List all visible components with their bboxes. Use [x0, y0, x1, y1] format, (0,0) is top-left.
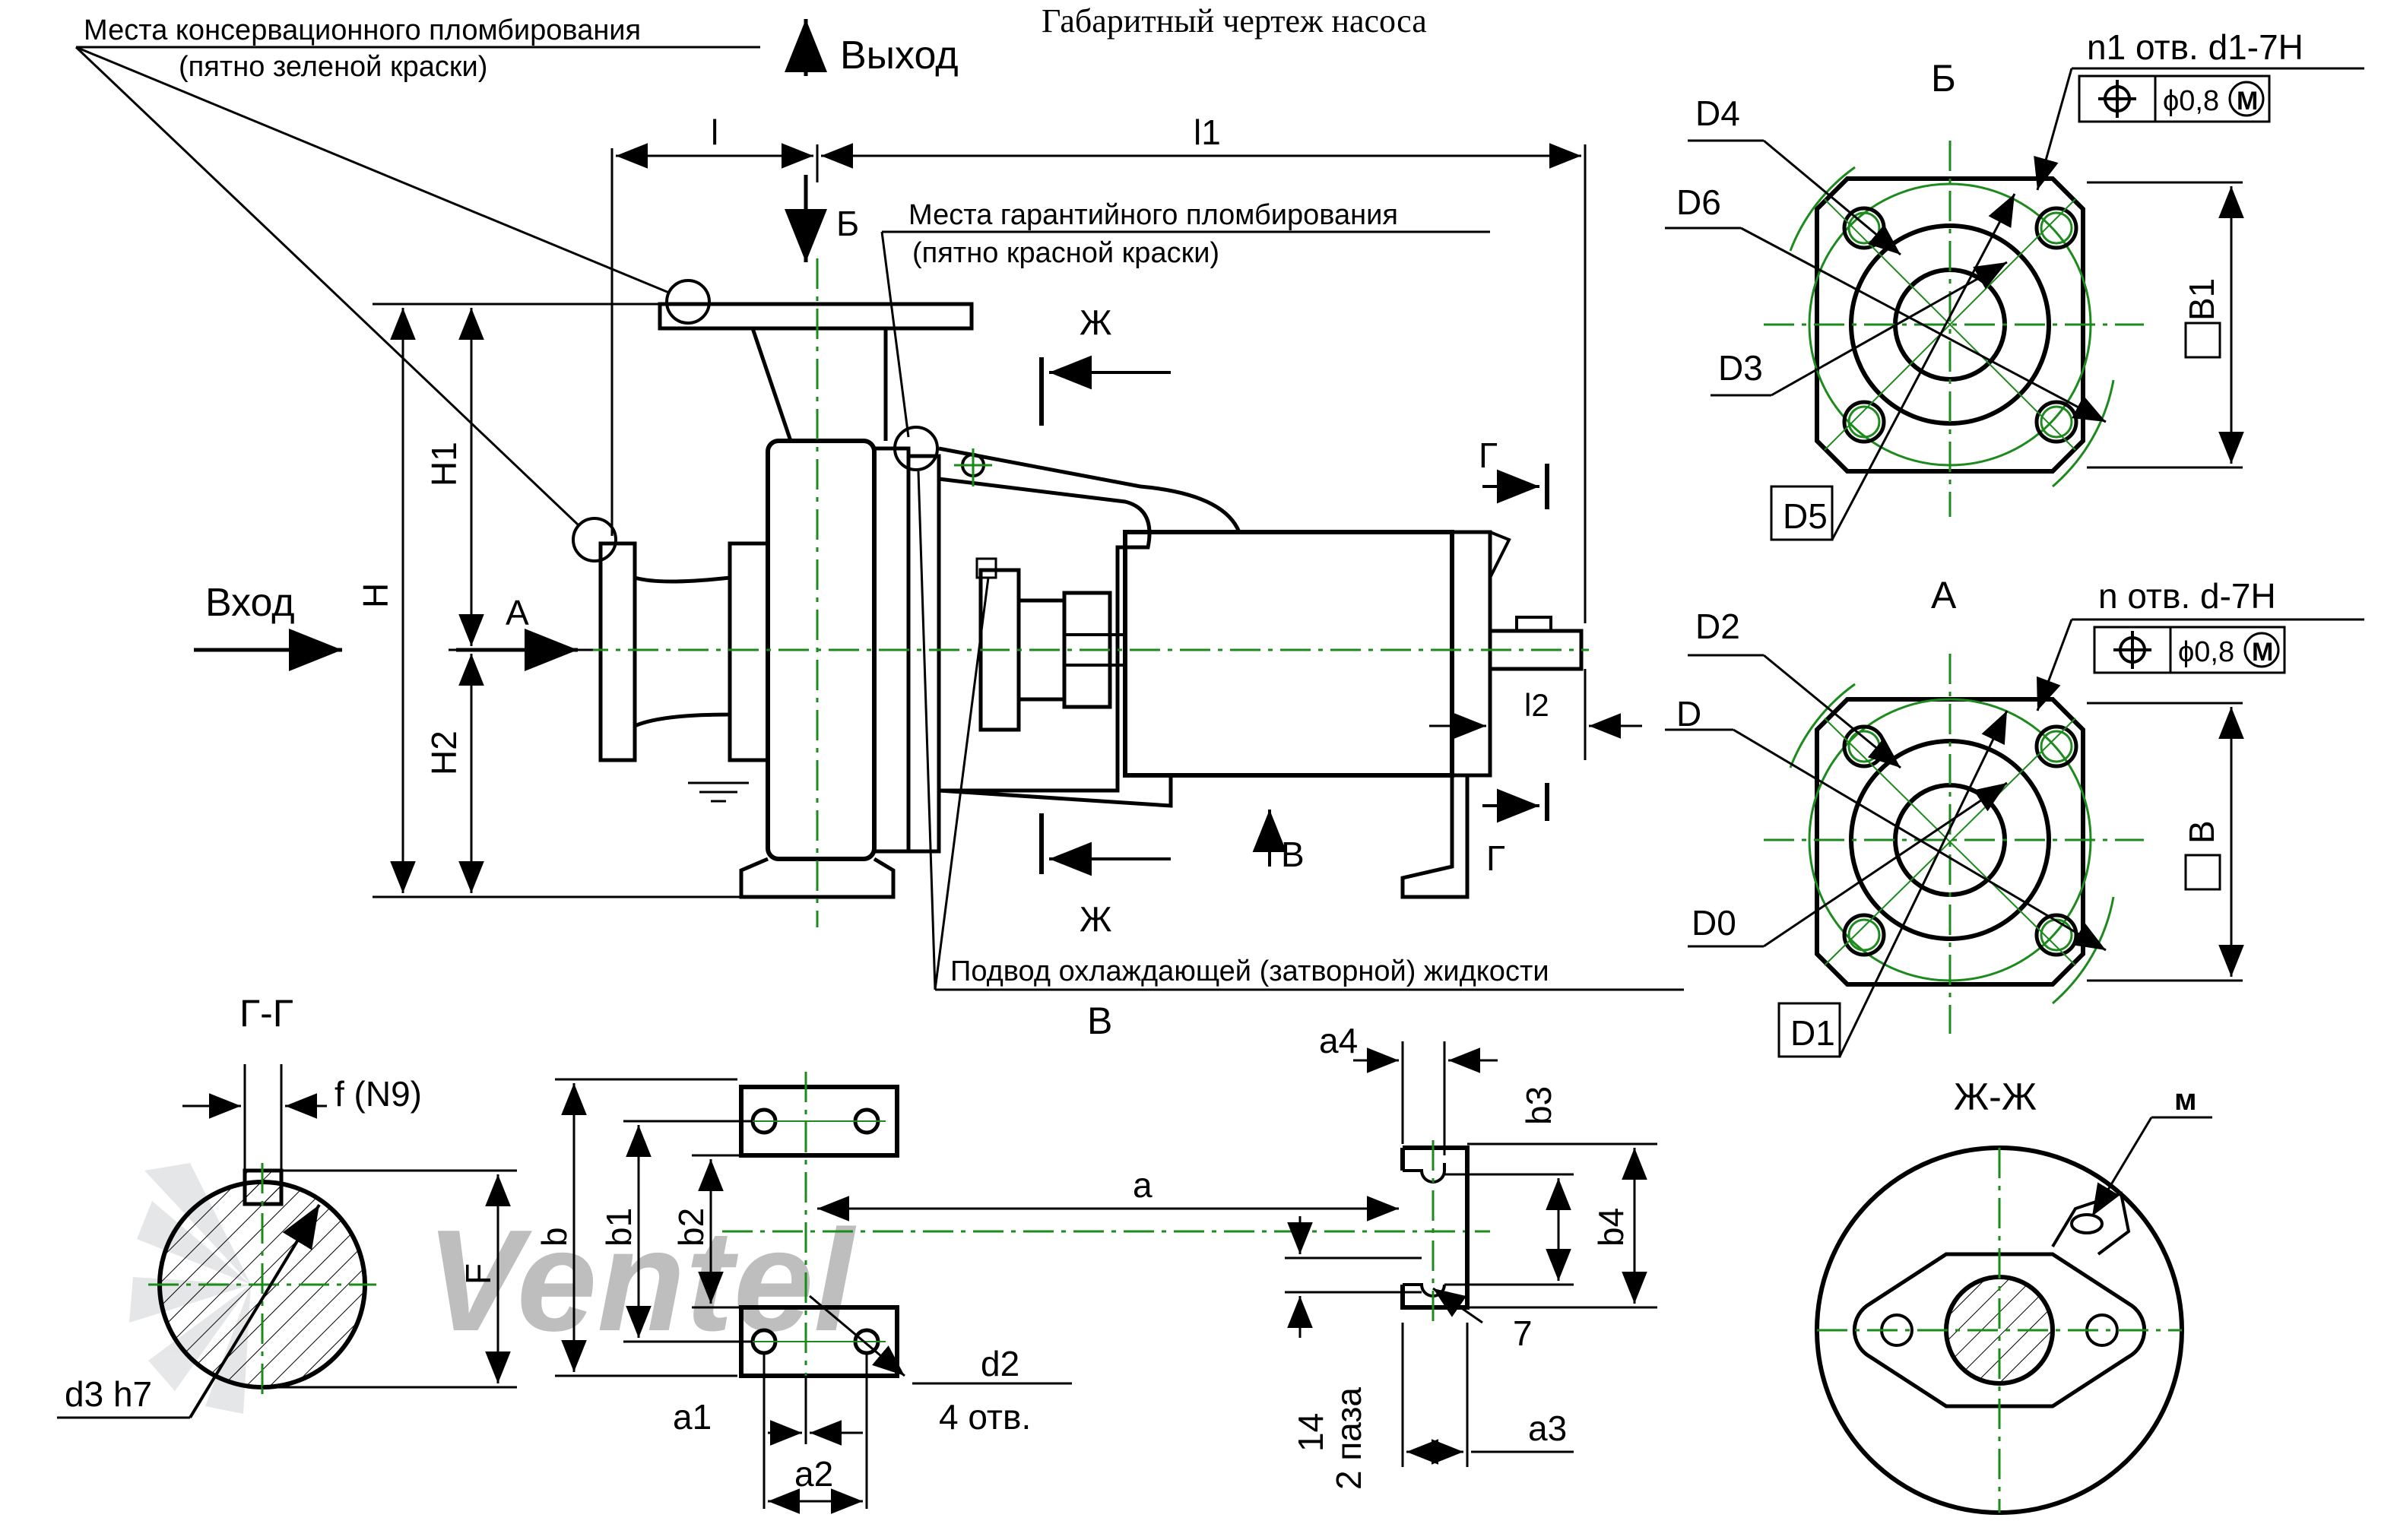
view-zh-bottom-label: Ж — [1080, 899, 1111, 939]
dim-H1: H1 — [424, 442, 464, 486]
view-a-flange: А B D2 D D0 D1 n от — [1665, 574, 2364, 1058]
view-arrows: Б А Ж Ж Г Г В — [456, 175, 1549, 939]
dim-a1: a1 — [673, 1397, 712, 1437]
inlet-flange — [598, 541, 637, 762]
dim-H: H — [356, 583, 395, 608]
view-v-base: В b b1 b2 a a1 a — [534, 1000, 1657, 1514]
view-v-arrow-label: В — [1281, 835, 1305, 874]
dim-7: 7 — [1513, 1313, 1533, 1353]
tolerance-holes-a: n отв. d-7H — [2098, 576, 2276, 616]
conservation-seal-note-label: (пятно зеленой краски) — [179, 51, 487, 83]
dim-D3: D3 — [1718, 348, 1763, 388]
view-g-bottom-label: Г — [1486, 838, 1505, 878]
dim-D1: D1 — [1790, 1013, 1835, 1053]
conservation-seal-note: Места консервационного пломбирования (пя… — [75, 14, 760, 526]
section-zhzh-title: Ж-Ж — [1954, 1076, 2037, 1118]
dim-D4: D4 — [1695, 93, 1740, 133]
dim-d2: d2 — [981, 1344, 1019, 1383]
outlet-flange — [658, 302, 974, 331]
pump-side-view — [598, 302, 1584, 899]
dim-l: l — [711, 112, 718, 152]
dim-B1: B1 — [2182, 278, 2221, 321]
svg-text:M: M — [2252, 638, 2273, 667]
dim-D0: D0 — [1692, 903, 1736, 943]
dim-H2: H2 — [424, 730, 464, 775]
centerlines — [578, 258, 1589, 927]
section-gg-title: Г-Г — [239, 992, 293, 1035]
tolerance-holes-b: n1 отв. d1-7H — [2087, 27, 2303, 67]
dim-a3: a3 — [1528, 1408, 1567, 1448]
tolerance-value-b: ϕ0,8 — [2163, 85, 2219, 117]
outlet-indicator: Выход — [785, 19, 959, 78]
svg-text:M: M — [2237, 87, 2258, 116]
inlet-indicator: Вход — [194, 581, 342, 671]
dim-a4: a4 — [1319, 1021, 1358, 1060]
dim-b2: b2 — [671, 1208, 711, 1247]
view-a-title: А — [1931, 574, 1957, 616]
dim-D2: D2 — [1695, 607, 1740, 646]
coolant-label: Подвод охлаждающей (затворной) жидкости — [950, 955, 1549, 987]
drawing-title: Габаритный чертеж насоса — [1042, 2, 1427, 40]
view-b-title: Б — [1931, 57, 1956, 100]
dim-b: b — [534, 1227, 574, 1247]
dim-fN9: f (N9) — [335, 1074, 422, 1114]
dim-l2: l2 — [1524, 687, 1549, 723]
dim-D5: D5 — [1783, 496, 1828, 536]
view-zh-top-label: Ж — [1080, 303, 1111, 342]
view-v-title: В — [1087, 1000, 1112, 1042]
dim-a: a — [1133, 1165, 1153, 1205]
bearing-housing — [1123, 530, 1454, 778]
seal-markers — [572, 279, 939, 562]
dim-b3: b3 — [1519, 1086, 1558, 1125]
dim-d3h7: d3 h7 — [65, 1374, 152, 1414]
view-a-arrow-label: А — [506, 593, 529, 632]
dim-m: м — [2174, 1083, 2197, 1117]
warranty-seal-note-label: (пятно красной краски) — [912, 237, 1219, 269]
main-dimensions: l l1 l2 H H1 H2 — [356, 112, 1642, 898]
dim-D: D — [1676, 694, 1701, 734]
inlet-label: Вход — [205, 581, 295, 625]
dim-14: 14 — [1291, 1413, 1330, 1452]
dim-b1: b1 — [599, 1208, 639, 1247]
conservation-seal-label: Места консервационного пломбирования — [84, 14, 641, 46]
dim-four-holes: 4 отв. — [939, 1397, 1031, 1437]
view-b-flange: Б B1 D4 D6 D3 D5 — [1665, 27, 2364, 541]
dim-b4: b4 — [1591, 1208, 1631, 1247]
dim-a2: a2 — [794, 1454, 833, 1494]
dim-F: F — [458, 1263, 498, 1285]
dim-two-slots: 2 паза — [1329, 1387, 1368, 1490]
view-b-arrow-label: Б — [836, 204, 859, 243]
dim-l1: l1 — [1194, 112, 1221, 152]
section-zhzh: Ж-Ж м — [1815, 1076, 2212, 1515]
tolerance-value-a: ϕ0,8 — [2178, 636, 2234, 668]
view-g-top-label: Г — [1479, 436, 1498, 475]
coolant-note: Подвод охлаждающей (затворной) жидкости — [917, 471, 1684, 991]
dim-D6: D6 — [1676, 182, 1721, 222]
section-gg: Г-Г f (N9) F d3 h7 — [57, 992, 517, 1419]
dim-B: B — [2182, 820, 2221, 844]
warranty-seal-note: Места гарантийного пломбирования (пятно … — [880, 199, 1490, 438]
outlet-label: Выход — [840, 33, 959, 78]
warranty-seal-label: Места гарантийного пломбирования — [908, 199, 1398, 231]
